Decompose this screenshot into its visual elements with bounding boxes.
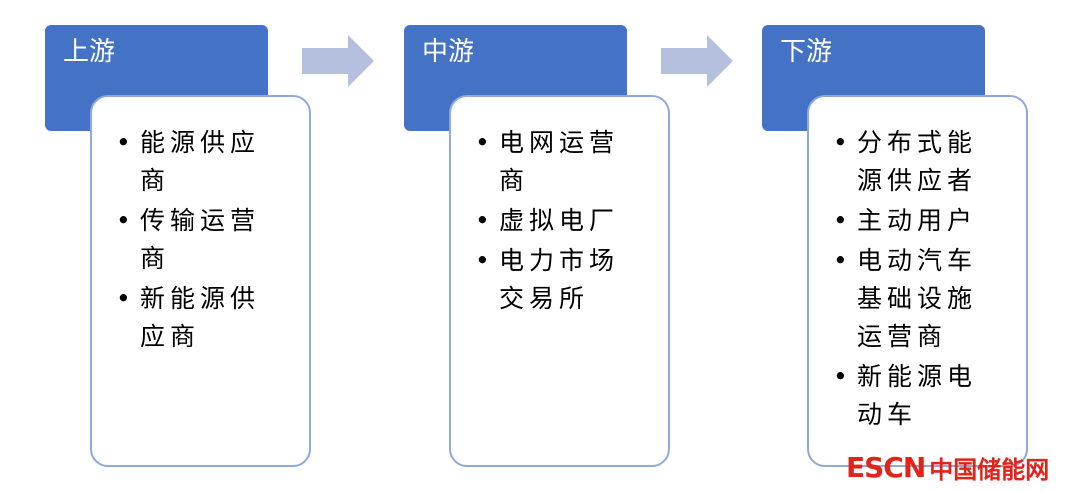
midstream-title: 中游	[422, 37, 475, 67]
escn-logo: ESCN 中国储能网	[846, 450, 1050, 484]
midstream-list: 电网运营商 虚拟电厂 电力市场交易所	[451, 97, 668, 318]
list-item: 能源供应商	[116, 124, 285, 200]
downstream-title: 下游	[780, 37, 833, 67]
list-item: 电力市场交易所	[475, 242, 644, 318]
upstream-list: 能源供应商 传输运营商 新能源供应商	[92, 97, 309, 356]
midstream-card: 电网运营商 虚拟电厂 电力市场交易所	[449, 95, 670, 467]
right-arrow-icon	[661, 35, 733, 87]
downstream-list: 分布式能源供应者 主动用户 电动汽车基础设施运营商 新能源电动车	[809, 97, 1026, 434]
upstream-card: 能源供应商 传输运营商 新能源供应商	[90, 95, 311, 467]
logo-text-en: ESCN	[846, 450, 926, 484]
downstream-card: 分布式能源供应者 主动用户 电动汽车基础设施运营商 新能源电动车	[807, 95, 1028, 467]
list-item: 电网运营商	[475, 124, 644, 200]
list-item: 虚拟电厂	[475, 202, 644, 240]
list-item: 新能源电动车	[833, 358, 1002, 434]
logo-text-cn: 中国储能网	[929, 455, 1050, 484]
right-arrow-icon	[302, 35, 374, 87]
list-item: 传输运营商	[116, 202, 285, 278]
list-item: 新能源供应商	[116, 280, 285, 356]
list-item: 电动汽车基础设施运营商	[833, 242, 1002, 356]
list-item: 分布式能源供应者	[833, 124, 1002, 200]
upstream-title: 上游	[63, 37, 116, 67]
list-item: 主动用户	[833, 202, 1002, 240]
